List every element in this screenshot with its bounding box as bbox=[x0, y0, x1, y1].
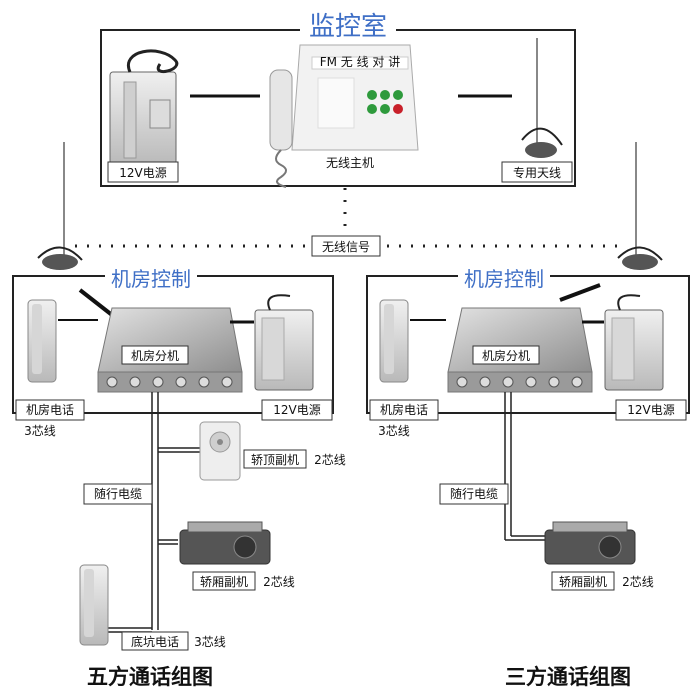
monitor-antenna-icon bbox=[521, 38, 563, 158]
right-antenna-icon bbox=[617, 142, 663, 270]
left-caption: 五方通话组图 bbox=[87, 665, 213, 689]
right-phone-label: 机房电话 bbox=[380, 402, 428, 417]
left-room-phone-icon bbox=[27, 299, 57, 383]
left-room-title: 机房控制 bbox=[111, 267, 191, 291]
power-supply-label-plate bbox=[149, 99, 171, 129]
host-panel-title: FM 无 线 对 讲 bbox=[320, 54, 401, 69]
pit-phone-icon bbox=[79, 564, 109, 646]
antenna-label: 专用天线 bbox=[513, 165, 561, 180]
left-unit-label: 机房分机 bbox=[131, 348, 179, 363]
left-phone-label: 机房电话 bbox=[26, 402, 74, 417]
left-antenna-icon bbox=[37, 142, 83, 270]
left-unit-label-box bbox=[121, 345, 189, 365]
right-power-label-box bbox=[615, 399, 687, 421]
right-antenna-line bbox=[559, 283, 601, 302]
left-cable-label: 随行电缆 bbox=[94, 486, 142, 501]
right-phone-wire: 3芯线 bbox=[378, 424, 410, 438]
power-supply-unit bbox=[109, 49, 179, 167]
host-panel-header bbox=[311, 56, 409, 70]
car-top-label-box bbox=[243, 449, 307, 469]
right-car-label-box bbox=[551, 571, 615, 591]
left-phone-wire: 3芯线 bbox=[24, 424, 56, 438]
right-caption: 三方通话组图 bbox=[505, 665, 631, 689]
left-power-label-box bbox=[261, 399, 333, 421]
right-travel-cable bbox=[504, 392, 548, 541]
right-power-label: 12V电源 bbox=[627, 403, 674, 417]
wireless-host: FM 无 线 对 讲 bbox=[269, 44, 419, 188]
left-car-label: 轿厢副机 bbox=[200, 574, 248, 589]
left-phone-label-box bbox=[15, 399, 85, 421]
left-travel-cable bbox=[108, 392, 200, 633]
left-car-label-box bbox=[192, 571, 256, 591]
power-cable-icon bbox=[126, 49, 179, 73]
host-button-2 bbox=[380, 90, 390, 100]
left-power-label: 12V电源 bbox=[273, 403, 320, 417]
right-room-phone-icon bbox=[379, 299, 409, 383]
handset-cord bbox=[275, 149, 287, 188]
left-machine-room: 机房控制 机房分机 机房电话 3芯线 12V电源 bbox=[12, 262, 334, 438]
wireless-signal-label: 无线信号 bbox=[322, 240, 370, 254]
monitor-room-title-bg bbox=[300, 10, 396, 44]
right-room-title: 机房控制 bbox=[464, 267, 544, 291]
right-phone-label-box bbox=[369, 399, 439, 421]
right-cable-label-box bbox=[439, 483, 509, 505]
right-cable-label: 随行电缆 bbox=[450, 486, 498, 501]
monitor-power-label-box bbox=[107, 161, 179, 183]
car-top-wire: 2芯线 bbox=[314, 453, 346, 467]
right-car-label: 轿厢副机 bbox=[559, 574, 607, 589]
host-button-4 bbox=[367, 104, 377, 114]
left-car-wire: 2芯线 bbox=[263, 575, 295, 589]
host-handset bbox=[269, 69, 293, 151]
host-instructions-panel bbox=[317, 77, 355, 129]
power-supply-sticker bbox=[123, 81, 137, 159]
left-room-power-icon bbox=[254, 294, 314, 391]
host-button-5 bbox=[380, 104, 390, 114]
left-car-unit-icon bbox=[179, 521, 271, 565]
car-top-label: 轿顶副机 bbox=[251, 452, 299, 467]
monitor-power-label: 12V电源 bbox=[119, 166, 166, 180]
pit-phone-label: 底坑电话 bbox=[131, 634, 179, 649]
left-room-title-bg bbox=[105, 262, 197, 292]
right-room-title-bg bbox=[458, 262, 550, 292]
car-top-unit-icon bbox=[199, 421, 241, 481]
right-unit-label: 机房分机 bbox=[482, 348, 530, 363]
host-button-red bbox=[393, 104, 403, 114]
monitor-room-title: 监控室 bbox=[309, 12, 387, 42]
right-car-unit-icon bbox=[544, 521, 636, 565]
right-unit-label-box bbox=[472, 345, 540, 365]
pit-phone-wire: 3芯线 bbox=[194, 635, 226, 649]
right-room-power-icon bbox=[604, 294, 664, 391]
pit-phone-label-box bbox=[121, 631, 189, 651]
host-label: 无线主机 bbox=[326, 156, 374, 170]
right-machine-room: 机房控制 机房分机 机房电话 3芯线 12V电源 bbox=[366, 262, 690, 438]
right-car-wire: 2芯线 bbox=[622, 575, 654, 589]
host-button-1 bbox=[367, 90, 377, 100]
monitor-room: 监控室 12V电源 FM 无 线 对 讲 无线主机 bbox=[100, 10, 576, 188]
left-cable-label-box bbox=[83, 483, 153, 505]
left-antenna-line bbox=[78, 288, 114, 317]
wireless-signal-label-box bbox=[311, 235, 381, 257]
host-button-3 bbox=[393, 90, 403, 100]
antenna-label-box bbox=[501, 161, 573, 183]
